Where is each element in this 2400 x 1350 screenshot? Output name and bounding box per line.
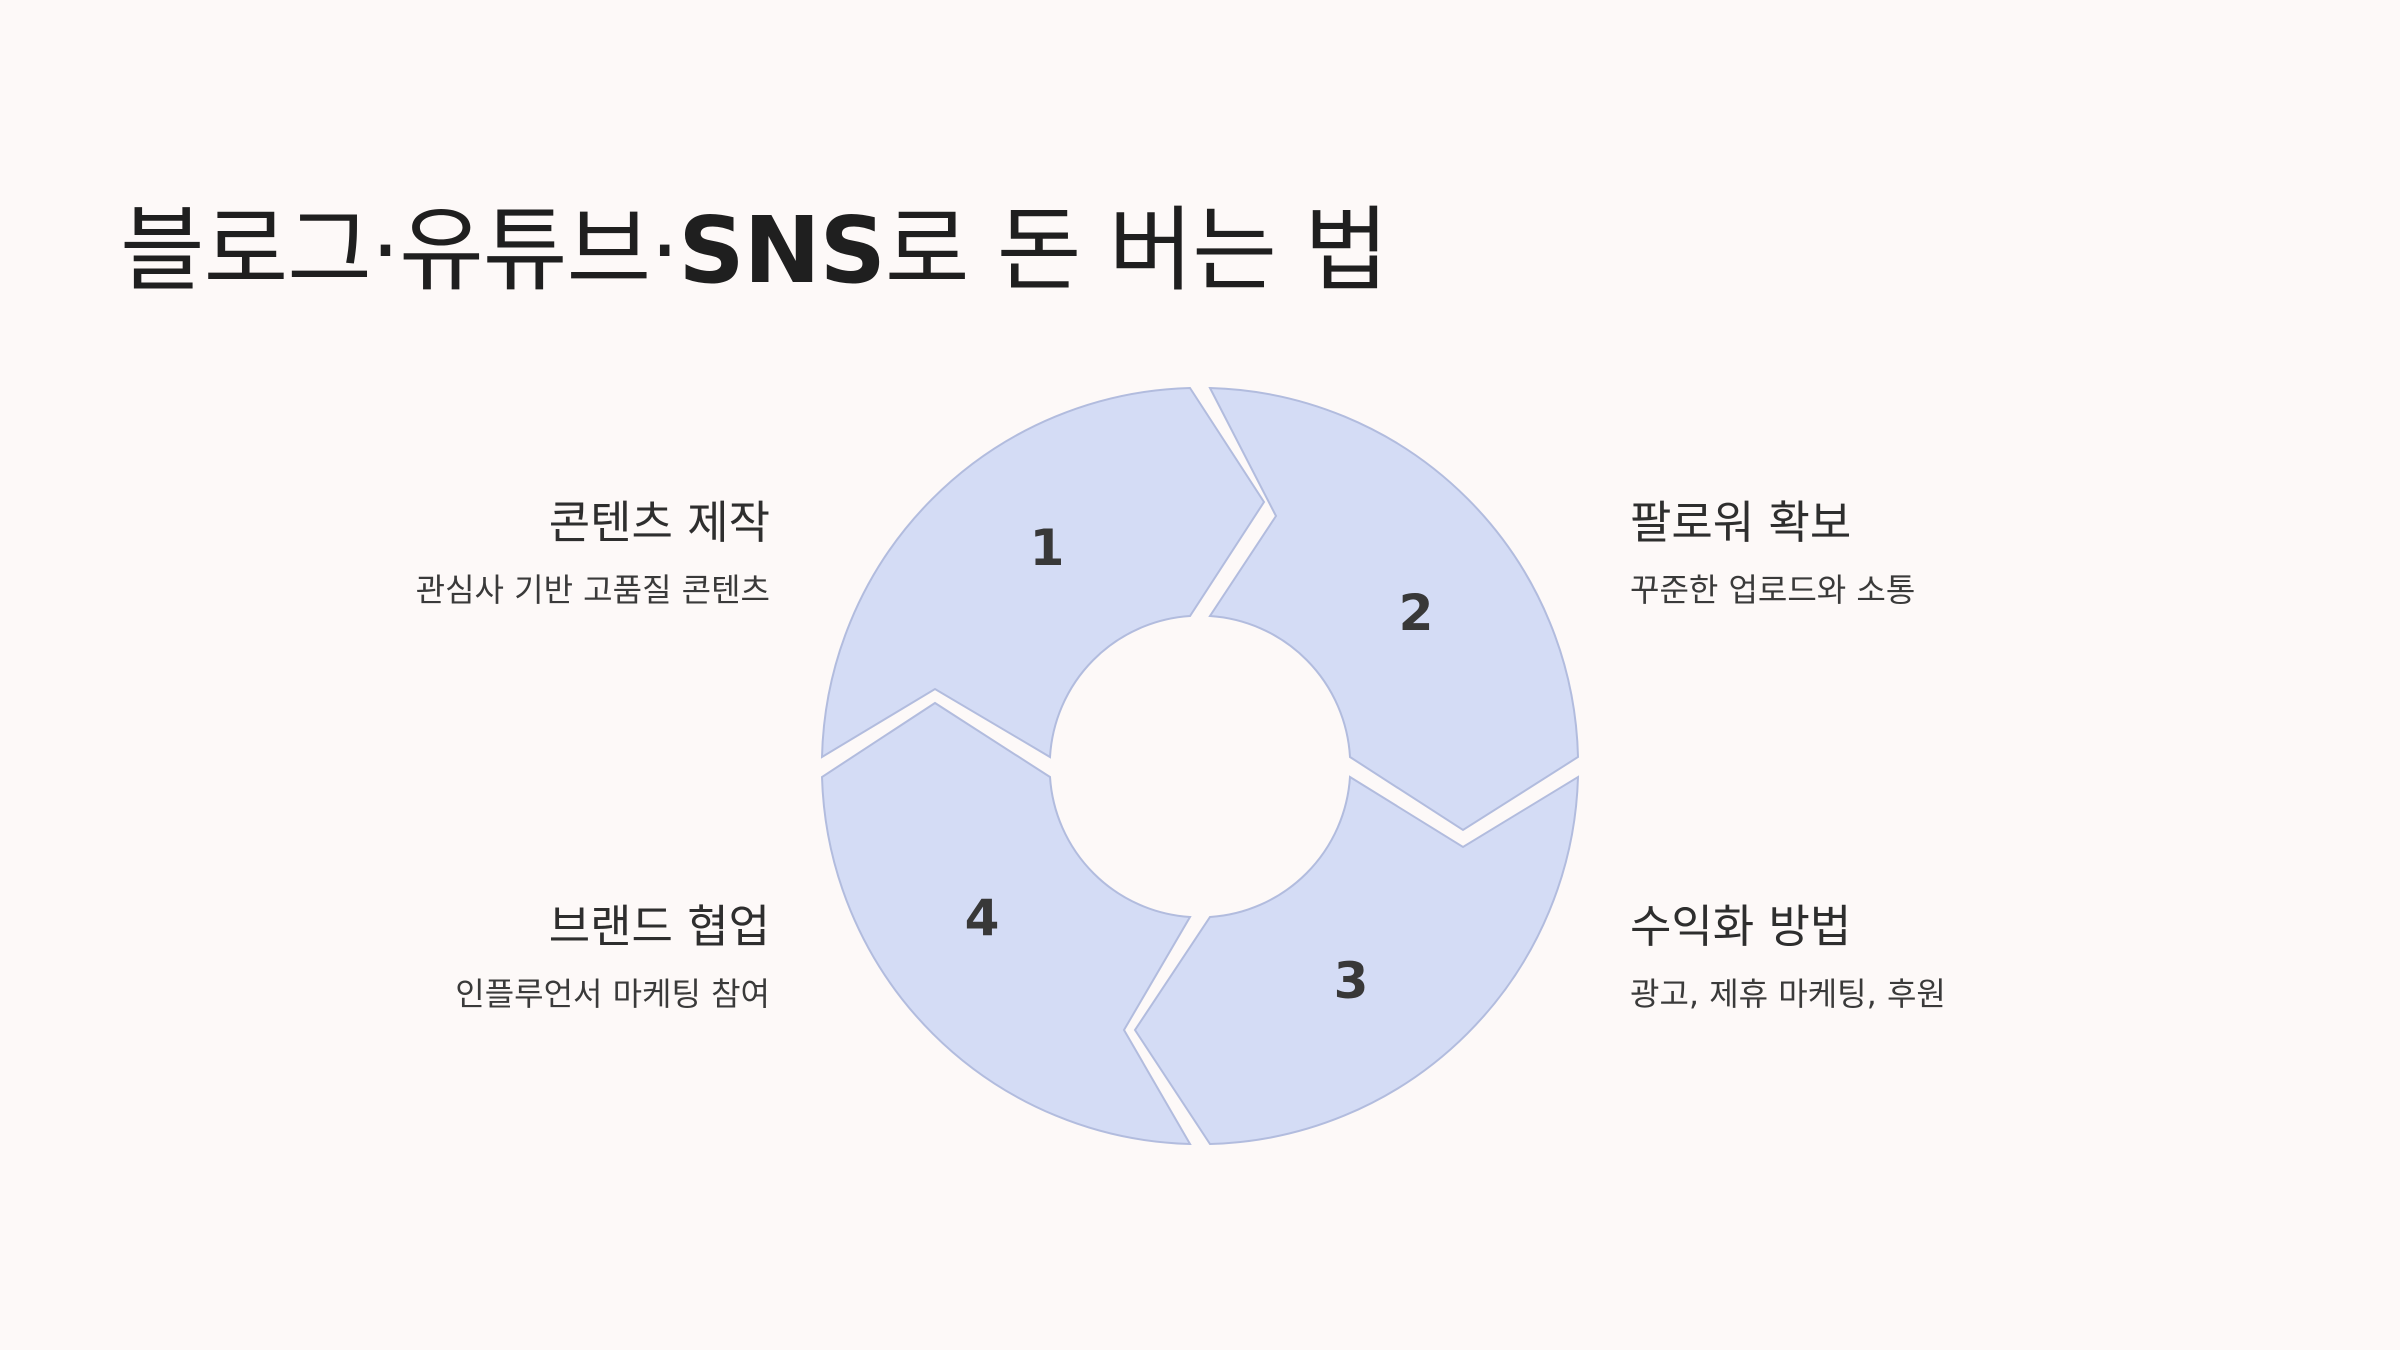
cycle-segment-4 [820,701,1192,1146]
step-title-3: 수익화 방법 [1630,900,1852,953]
step-description-4: 인플루언서 마케팅 참여 [455,975,770,1013]
step-description-3: 광고, 제휴 마케팅, 후원 [1630,975,1946,1013]
step-description-1: 관심사 기반 고품질 콘텐츠 [415,571,770,609]
step-label-2: 팔로워 확보 꾸준한 업로드와 소통 [1630,496,2330,612]
page-title: 블로그·유튜브·SNS로 돈 버는 법 [120,196,1389,306]
step-number-1: 1 [1030,519,1065,577]
step-title-1: 콘텐츠 제작 [548,496,770,549]
cycle-segment-2 [1208,386,1580,832]
step-label-4: 브랜드 협업 인플루언서 마케팅 참여 [70,900,770,1016]
cycle-segment-3 [1133,775,1580,1146]
title-part-3: 로 돈 버는 법 [884,197,1389,304]
step-title-2: 팔로워 확보 [1630,496,1852,549]
step-label-1: 콘텐츠 제작 관심사 기반 고품질 콘텐츠 [70,496,770,612]
step-label-3: 수익화 방법 광고, 제휴 마케팅, 후원 [1630,900,2330,1016]
step-number-2: 2 [1399,584,1434,642]
cycle-segment-1 [820,386,1266,759]
step-title-4: 브랜드 협업 [548,900,770,953]
step-description-2: 꾸준한 업로드와 소통 [1630,571,1916,609]
title-part-1: 블로그·유튜브· [120,197,679,304]
title-part-2: SNS [678,197,886,304]
step-number-3: 3 [1334,952,1369,1010]
step-number-4: 4 [965,889,1000,947]
